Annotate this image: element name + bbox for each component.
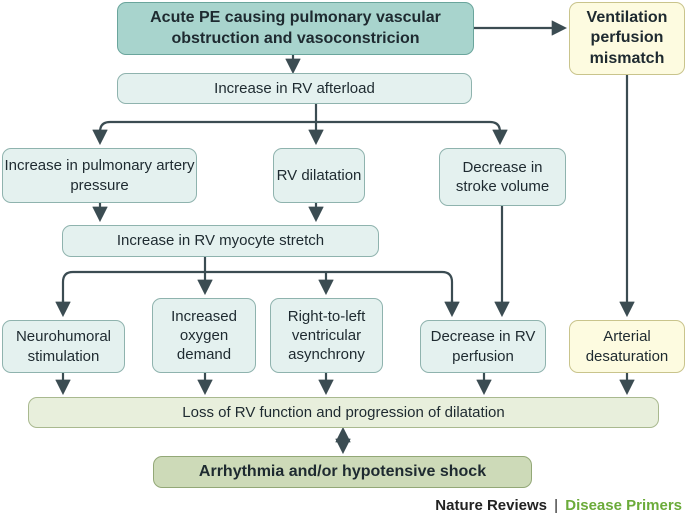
node-rv-dilatation-label: RV dilatation: [276, 166, 362, 184]
node-pa-pressure-label: Increase in pulmonary artery pressure: [4, 157, 195, 194]
node-neurohumoral: Neurohumoral stimulation: [2, 320, 125, 373]
arrow-stretch-branch: [61, 270, 454, 312]
node-rv-dilatation: RV dilatation: [273, 148, 365, 203]
node-asynchrony: Right-to-left ventricular asynchrony: [270, 298, 383, 373]
node-hypotensive-shock-label: Arrhythmia and/or hypotensive shock: [198, 462, 487, 480]
node-pa-pressure: Increase in pulmonary artery pressure: [2, 148, 197, 203]
node-stroke-volume-label: Decrease in stroke volume: [455, 158, 550, 195]
node-vq-mismatch-label: Ventilation perfusion mismatch: [586, 9, 668, 67]
node-asynchrony-label: Right-to-left ventricular asynchrony: [287, 307, 366, 364]
node-arterial-desaturation-label: Arterial desaturation: [585, 328, 669, 365]
node-myocyte-stretch-label: Increase in RV myocyte stretch: [116, 232, 325, 250]
credit-separator: |: [554, 497, 559, 514]
node-hypotensive-shock: Arrhythmia and/or hypotensive shock: [153, 456, 532, 488]
journal-name: Nature Reviews: [435, 497, 547, 514]
node-rv-afterload: Increase in RV afterload: [117, 73, 472, 104]
node-neurohumoral-label: Neurohumoral stimulation: [15, 328, 112, 365]
node-arterial-desaturation: Arterial desaturation: [569, 320, 685, 373]
node-rv-function-loss-label: Loss of RV function and progression of d…: [182, 403, 505, 421]
node-rv-afterload-label: Increase in RV afterload: [214, 79, 375, 97]
node-acute-pe: Acute PE causing pulmonary vascular obst…: [117, 2, 474, 55]
series-name: Disease Primers: [565, 497, 682, 514]
publisher-credit: Nature Reviews | Disease Primers: [435, 497, 682, 514]
node-rv-perfusion-label: Decrease in RV perfusion: [430, 328, 536, 365]
node-oxygen-demand: Increased oxygen demand: [152, 298, 256, 373]
node-rv-perfusion: Decrease in RV perfusion: [420, 320, 546, 373]
node-oxygen-demand-label: Increased oxygen demand: [171, 307, 237, 364]
arrow-afterload-branch: [98, 120, 502, 138]
node-stroke-volume: Decrease in stroke volume: [439, 148, 566, 206]
node-myocyte-stretch: Increase in RV myocyte stretch: [62, 225, 379, 257]
node-acute-pe-label: Acute PE causing pulmonary vascular obst…: [150, 9, 441, 47]
node-rv-function-loss: Loss of RV function and progression of d…: [28, 397, 659, 428]
node-vq-mismatch: Ventilation perfusion mismatch: [569, 2, 685, 75]
